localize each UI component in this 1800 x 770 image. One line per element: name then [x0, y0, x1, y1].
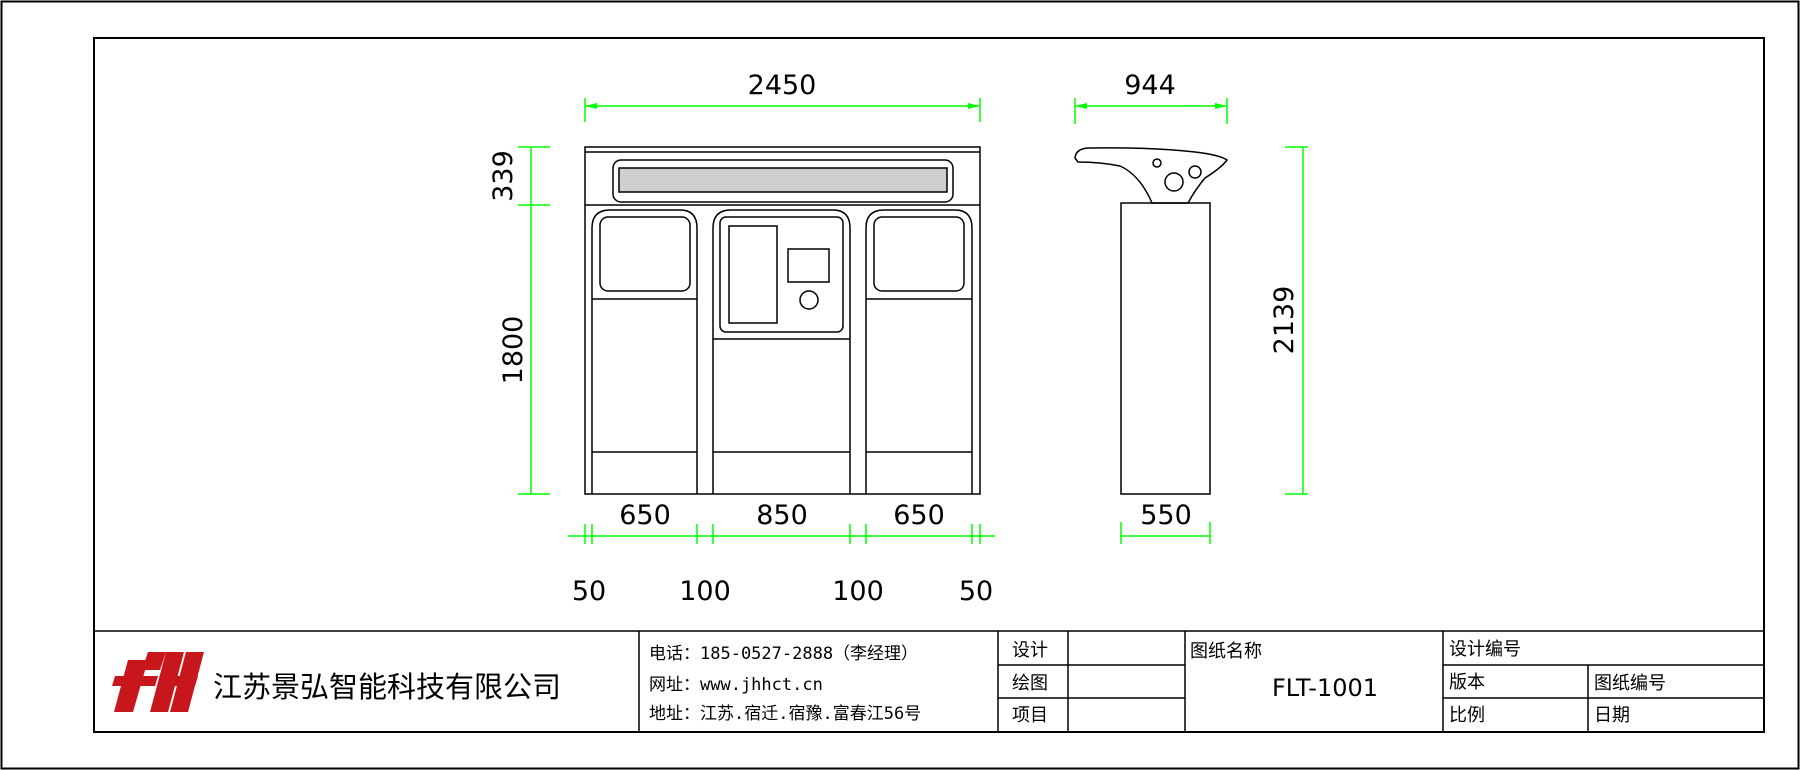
- side-dimension-ticks: [1075, 103, 1227, 109]
- contact-address: 地址：江苏.宿迁.宿豫.富春江56号: [649, 704, 921, 724]
- right-bay-window: [873, 216, 965, 292]
- side-canopy-circle-tiny: [1152, 158, 1162, 168]
- front-dimension-ticks: [585, 103, 980, 109]
- dim-side-top-depth: 944: [1124, 70, 1176, 101]
- side-canopy-circle-small: [1188, 165, 1202, 179]
- dim-front-body-height: 1800: [498, 316, 529, 385]
- side-canopy-circle-large: [1164, 172, 1184, 192]
- front-outline: [584, 146, 981, 495]
- dim-front-width: 2450: [748, 70, 817, 101]
- right-bay-frame: [865, 209, 973, 494]
- middle-bay-button: [799, 290, 819, 310]
- middle-bay-screen: [787, 248, 830, 283]
- header-panel: [612, 159, 954, 203]
- label-drawing: 绘图: [1012, 673, 1048, 694]
- dim-bay-left: 650: [619, 500, 671, 531]
- left-bay-frame: [591, 209, 698, 494]
- middle-bay-surround: [719, 216, 844, 333]
- title-block: [94, 630, 1764, 732]
- side-dimensions: [1074, 98, 1308, 544]
- left-bay-window: [599, 216, 691, 292]
- label-scale: 比例: [1449, 705, 1485, 726]
- label-version: 版本: [1449, 672, 1485, 693]
- side-canopy: [1074, 147, 1229, 204]
- label-drawing-name: 图纸名称: [1190, 641, 1262, 662]
- dim-gap-inner-left: 100: [679, 576, 731, 607]
- led-display: [618, 167, 948, 193]
- drawing-frame: [93, 37, 1765, 733]
- front-view: [584, 146, 981, 495]
- label-date: 日期: [1594, 705, 1630, 726]
- dim-bay-middle: 850: [756, 500, 808, 531]
- company-name: 江苏景弘智能科技有限公司: [213, 670, 561, 704]
- dim-gap-outer-left: 50: [572, 576, 606, 607]
- label-drawing-no: 图纸编号: [1594, 673, 1666, 694]
- middle-bay-panel: [728, 225, 778, 324]
- drawing-name-value: FLT-1001: [1272, 674, 1378, 702]
- side-view: [1074, 147, 1229, 495]
- label-project: 项目: [1012, 705, 1048, 726]
- dim-side-height: 2139: [1269, 286, 1300, 355]
- dim-gap-inner-right: 100: [832, 576, 884, 607]
- dim-gap-outer-right: 50: [959, 576, 993, 607]
- label-design-code: 设计编号: [1449, 639, 1521, 660]
- dim-bay-right: 650: [893, 500, 945, 531]
- middle-bay-frame: [712, 209, 851, 494]
- contact-website: 网址：www.jhhct.cn: [649, 675, 823, 695]
- company-logo: [112, 652, 204, 712]
- front-dimensions: [518, 98, 995, 544]
- dim-front-top-height: 339: [488, 150, 519, 202]
- contact-phone: 电话：185-0527-2888（李经理）: [649, 644, 918, 664]
- dim-side-base-depth: 550: [1140, 500, 1192, 531]
- side-body: [1120, 202, 1211, 495]
- label-design: 设计: [1012, 640, 1048, 661]
